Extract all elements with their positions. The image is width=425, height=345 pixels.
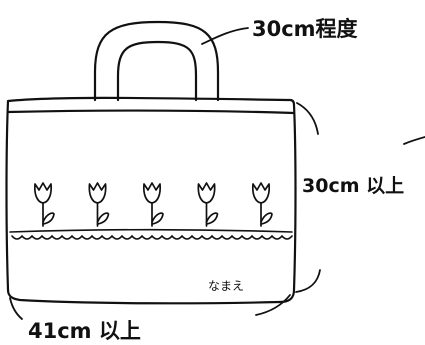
- tulip-leaf: [96, 212, 110, 225]
- bag-handle: [93, 20, 220, 102]
- tulip-4: [197, 182, 219, 227]
- height-dimension-marks: [295, 102, 425, 293]
- tulip-leaf: [151, 212, 164, 225]
- tulip-leaf: [260, 212, 273, 225]
- tulip-flower: [197, 182, 216, 204]
- name-label: なまえ: [208, 279, 244, 293]
- tulip-3: [142, 182, 164, 227]
- tulip-flower: [142, 182, 162, 204]
- tulip-1: [33, 182, 55, 227]
- bag-width-label: 41cm 以上: [28, 319, 141, 343]
- decorative-border: [9, 228, 293, 240]
- tulip-leaf: [205, 212, 219, 225]
- tulip-flower: [88, 182, 107, 204]
- handle-length-label: 30cm程度: [252, 17, 358, 41]
- tulip-flower: [251, 182, 271, 204]
- bag-body: [5, 96, 297, 305]
- tulip-row: [33, 182, 273, 227]
- width-dimension-marks: [9, 294, 291, 320]
- tulip-5: [251, 182, 273, 227]
- bag-height-label: 30cm 以上: [302, 175, 404, 197]
- tulip-2: [88, 182, 110, 227]
- tulip-flower: [33, 182, 53, 204]
- handle-dimension-leader: [201, 27, 249, 45]
- tulip-leaf: [42, 212, 55, 225]
